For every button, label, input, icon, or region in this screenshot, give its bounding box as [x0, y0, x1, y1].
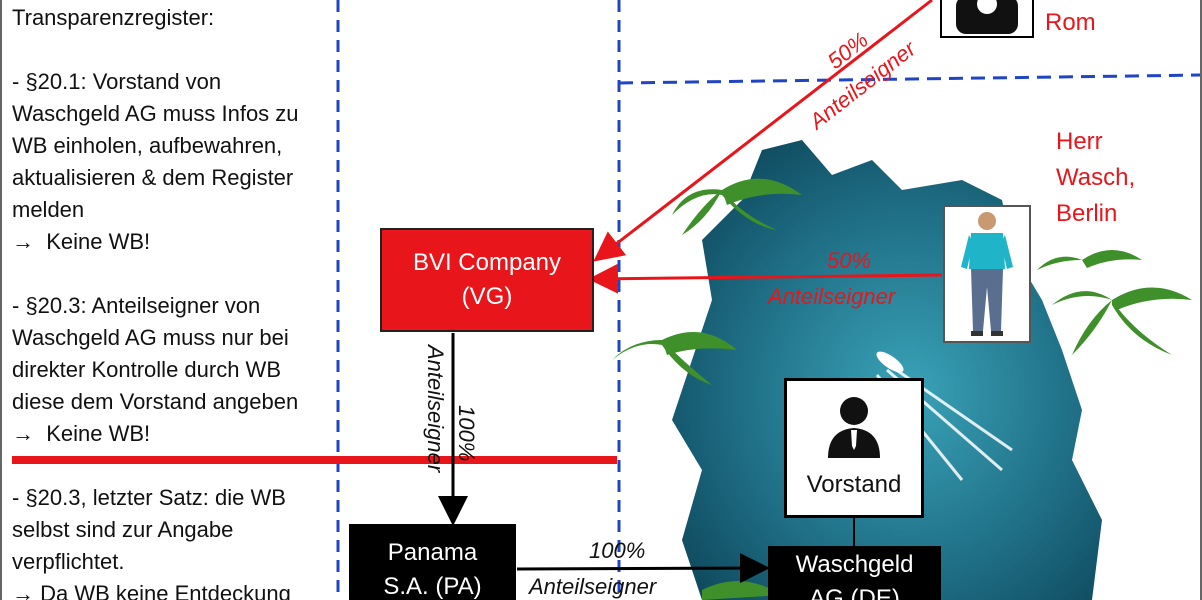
- node-vorstand: Vorstand: [784, 378, 924, 518]
- edge-berlin-to-bvi: [588, 263, 943, 294]
- person-berlin-photo: [943, 205, 1031, 343]
- edge-label-panama-pct: 100%: [589, 538, 645, 563]
- arrow-right-icon: →: [12, 421, 34, 446]
- node-vorstand-label: Vorstand: [806, 471, 902, 498]
- left-text-panel: Transparenzregister: - §20.1: Vorstand v…: [12, 2, 332, 450]
- node-waschgeld: Waschgeld AG (DE): [768, 546, 941, 600]
- paragraph-20-1-line-5: melden: [12, 197, 85, 222]
- paragraph-20-1-line-1: - §20.1: Vorstand von: [12, 69, 222, 94]
- paragraph-20-3-result: → Keine WB!: [12, 421, 151, 446]
- paragraph-20-1-line-2: Waschgeld AG muss Infos zu: [12, 101, 299, 126]
- edge-label-berlin-type: Anteilseigner: [766, 284, 897, 309]
- paragraph-20-3-line-2: Waschgeld AG muss nur bei: [12, 325, 289, 350]
- person-berlin-label: Herr Wasch, Berlin: [1056, 128, 1136, 227]
- arrow-right-icon: →: [12, 581, 34, 600]
- person-icon: [956, 0, 1018, 34]
- boat-icon: [876, 351, 904, 373]
- person-rom-label: Rom: [1045, 9, 1096, 36]
- paragraph-20-3-line-4: diese dem Vorstand angeben: [12, 389, 299, 414]
- node-bvi-company: BVI Company (VG): [380, 228, 594, 332]
- person-photo-icon: [961, 212, 1013, 336]
- palm-tree-icon: [1052, 287, 1192, 355]
- edge-panama-to-waschgeld: [516, 553, 770, 584]
- divider-line-3: [618, 73, 1200, 85]
- heading-transparenzregister: Transparenzregister:: [12, 5, 215, 30]
- arrow-right-icon: →: [12, 229, 34, 254]
- edge-label-panama-type: Anteilseigner: [527, 574, 658, 599]
- edge-label-bvi-type: Anteilseigner: [423, 343, 448, 474]
- node-bvi-label: BVI Company (VG): [412, 249, 562, 310]
- paragraph-last-sentence-line-3: verpflichtet.: [12, 549, 125, 574]
- paragraph-20-3-line-1: - §20.3: Anteilseigner von: [12, 293, 261, 318]
- palm-tree-icon: [1037, 250, 1142, 270]
- edge-label-berlin-pct: 50%: [827, 248, 871, 273]
- node-panama: Panama S.A. (PA): [349, 524, 516, 600]
- paragraph-last-sentence-line-2: selbst sind zur Angabe: [12, 517, 234, 542]
- palm-tree-icon: [672, 178, 802, 235]
- edge-label-bvi-pct: 100%: [454, 405, 479, 461]
- paragraph-last-sentence-result: → Da WB keine Entdeckung: [12, 578, 332, 600]
- node-waschgeld-label: Waschgeld AG (DE): [795, 551, 914, 600]
- paragraph-20-1-result: → Keine WB!: [12, 229, 151, 254]
- person-icon: [828, 397, 880, 458]
- paragraph-last-sentence-line-1: - §20.3, letzter Satz: die WB: [12, 485, 286, 510]
- left-text-panel-lower: - §20.3, letzter Satz: die WB selbst sin…: [12, 482, 332, 600]
- person-rom-box: [940, 0, 1034, 38]
- paragraph-20-3-line-3: direkter Kontrolle durch WB: [12, 357, 281, 382]
- edge-rom-to-bvi: [593, 0, 933, 262]
- paragraph-20-1-line-4: aktualisieren & dem Register: [12, 165, 294, 190]
- paragraph-20-1-line-3: WB einholen, aufbewahren,: [12, 133, 283, 158]
- node-panama-label: Panama S.A. (PA): [383, 539, 482, 600]
- palm-tree-icon: [702, 581, 782, 600]
- palm-tree-icon: [612, 332, 737, 385]
